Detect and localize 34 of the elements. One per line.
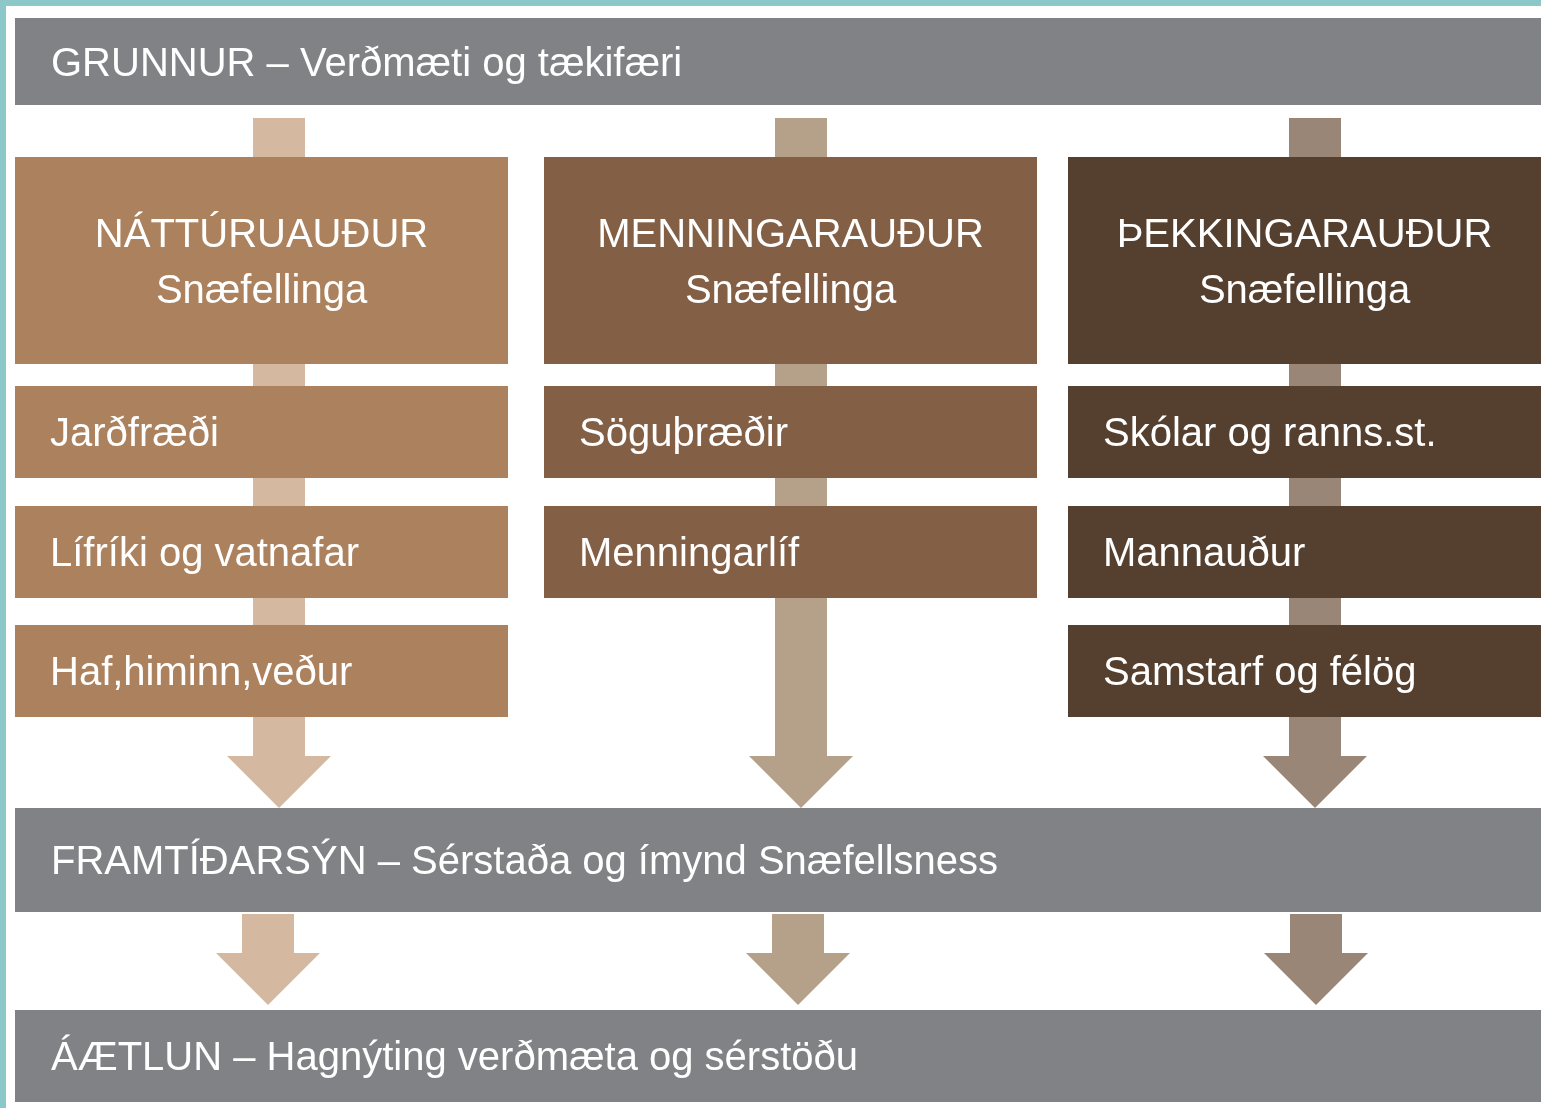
arrow: [1263, 717, 1367, 808]
category-title: ÞEKKINGARAUÐUR Snæfellinga: [1115, 209, 1494, 313]
stage-band: [15, 808, 1541, 912]
category-box: [15, 157, 508, 364]
category-box: [1068, 157, 1541, 364]
category-box: [544, 157, 1037, 364]
category-title: NÁTTÚRUAUÐUR Snæfellinga: [93, 209, 430, 313]
box-label: Haf,himinn,veður: [49, 648, 353, 695]
item-box: [15, 386, 508, 478]
item-box: [15, 625, 508, 717]
box-label: Lífríki og vatnafar: [49, 529, 360, 576]
item-box: [1068, 506, 1541, 598]
item-box: [1068, 625, 1541, 717]
box-label: Mannauður: [1102, 529, 1306, 576]
stage-band: [15, 18, 1541, 105]
box-label: Skólar og ranns.st.: [1102, 409, 1437, 456]
arrow: [1264, 914, 1368, 1005]
item-box: [1068, 386, 1541, 478]
box-label: Jarðfræði: [49, 409, 219, 456]
arrow: [746, 914, 850, 1005]
box-label: ÁÆTLUN – Hagnýting verðmæta og sérstöðu: [50, 1033, 859, 1080]
arrow: [227, 717, 331, 808]
arrow: [749, 598, 853, 808]
box-label: Samstarf og félög: [1102, 648, 1417, 695]
box-label: FRAMTÍÐARSÝN – Sérstaða og ímynd Snæfellsness: [50, 837, 998, 884]
item-box: [544, 506, 1037, 598]
item-box: [15, 506, 508, 598]
item-box: [544, 386, 1037, 478]
stage-band: [15, 1010, 1541, 1102]
box-label: GRUNNUR – Verðmæti og tækifæri: [50, 38, 683, 86]
arrow: [216, 914, 320, 1005]
category-title: MENNINGARAUÐUR Snæfellinga: [596, 209, 985, 313]
box-label: Menningarlíf: [578, 529, 800, 576]
box-label: Söguþræðir: [578, 409, 788, 456]
